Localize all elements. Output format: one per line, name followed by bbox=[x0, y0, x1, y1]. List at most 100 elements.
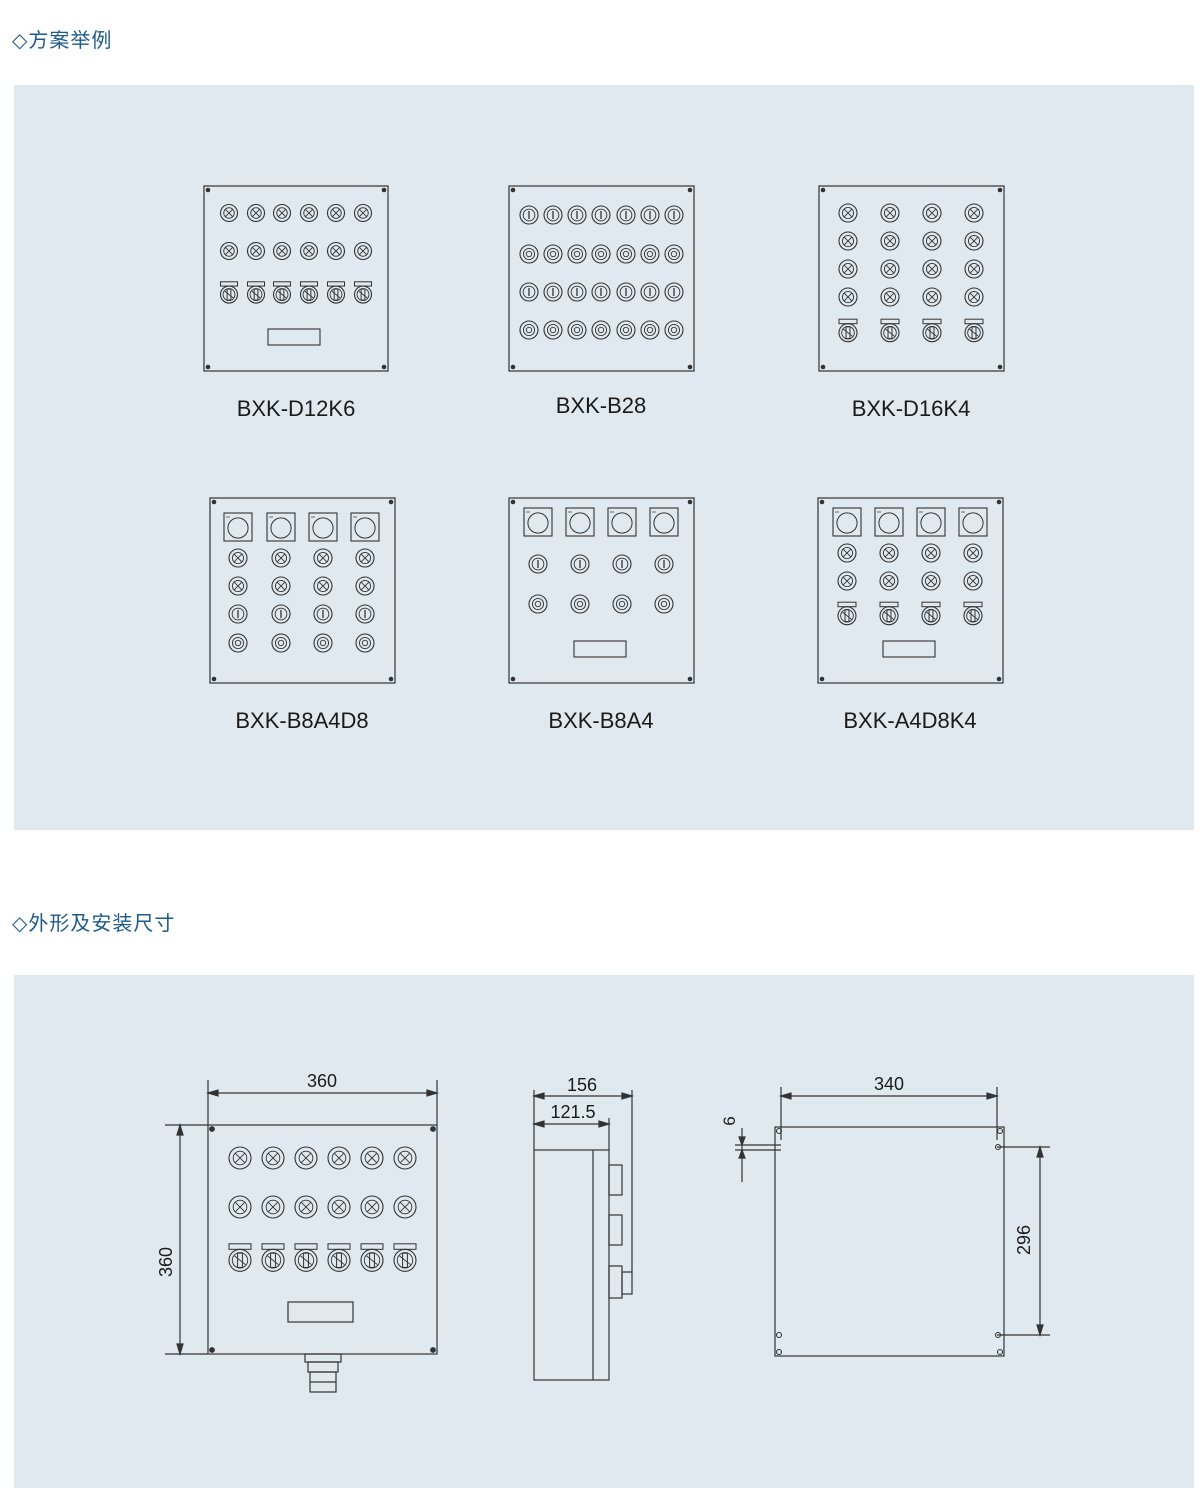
indicator-lamp-icon bbox=[922, 287, 942, 307]
ammeter-icon bbox=[874, 507, 904, 537]
enclosure-b28 bbox=[508, 185, 695, 372]
mounting-hole-icon bbox=[996, 1127, 1004, 1135]
screw-icon bbox=[997, 364, 1003, 370]
mounting-hole-icon bbox=[775, 1348, 783, 1356]
selector-switch-icon bbox=[393, 1243, 417, 1272]
indicator-lamp-icon bbox=[294, 1146, 318, 1170]
ammeter-icon bbox=[350, 512, 380, 542]
indicator-lamp-icon bbox=[963, 543, 983, 563]
indicator-lamp-icon bbox=[964, 287, 984, 307]
ammeter-icon bbox=[523, 507, 553, 537]
indicator-lamp-icon bbox=[327, 1146, 351, 1170]
examples-panel bbox=[14, 85, 1194, 830]
selector-switch-icon bbox=[294, 1243, 318, 1272]
stop-button-icon bbox=[313, 633, 333, 653]
start-button-icon bbox=[528, 554, 548, 574]
indicator-lamp-icon bbox=[360, 1146, 384, 1170]
stop-button-icon bbox=[355, 633, 375, 653]
screw-icon bbox=[996, 499, 1002, 505]
start-button-icon bbox=[664, 205, 684, 225]
stop-button-icon bbox=[519, 244, 539, 264]
start-button-icon bbox=[567, 282, 587, 302]
indicator-lamp-icon bbox=[261, 1195, 285, 1219]
start-button-icon bbox=[543, 282, 563, 302]
model-label-b8a4d8: BXK-B8A4D8 bbox=[235, 708, 369, 733]
indicator-lamp-icon bbox=[922, 231, 942, 251]
stop-button-icon bbox=[640, 320, 660, 340]
indicator-lamp-icon bbox=[271, 576, 291, 596]
indicator-lamp-icon bbox=[353, 203, 373, 223]
screw-icon bbox=[430, 1347, 436, 1353]
model-label-b28: BXK-B28 bbox=[555, 393, 647, 418]
start-button-icon bbox=[570, 554, 590, 574]
indicator-lamp-icon bbox=[355, 576, 375, 596]
stop-button-icon bbox=[640, 244, 660, 264]
screw-icon bbox=[687, 187, 693, 193]
nameplate bbox=[882, 640, 936, 658]
screw-icon bbox=[205, 187, 211, 193]
start-button-icon bbox=[591, 205, 611, 225]
indicator-lamp-icon bbox=[880, 203, 900, 223]
selector-switch-icon bbox=[353, 281, 373, 304]
indicator-lamp-icon bbox=[838, 259, 858, 279]
front-view bbox=[165, 1080, 440, 1393]
side-view bbox=[531, 1090, 635, 1381]
ammeter-icon bbox=[607, 507, 637, 537]
indicator-lamp-icon bbox=[294, 1195, 318, 1219]
screw-icon bbox=[996, 676, 1002, 682]
indicator-lamp-icon bbox=[879, 543, 899, 563]
enclosure-b8a4 bbox=[508, 497, 695, 684]
ammeter-icon bbox=[565, 507, 595, 537]
side-depth-total-dim: 156 bbox=[567, 1075, 597, 1095]
selector-switch-icon bbox=[327, 1243, 351, 1272]
ammeter-icon bbox=[958, 507, 988, 537]
indicator-lamp-icon bbox=[272, 203, 292, 223]
indicator-lamp-icon bbox=[880, 287, 900, 307]
indicator-lamp-icon bbox=[313, 548, 333, 568]
start-button-icon bbox=[355, 604, 375, 624]
screw-icon bbox=[510, 364, 516, 370]
selector-switch-icon bbox=[880, 318, 900, 343]
stop-button-icon bbox=[664, 320, 684, 340]
screw-icon bbox=[819, 499, 825, 505]
start-button-icon bbox=[271, 604, 291, 624]
screw-icon bbox=[381, 187, 387, 193]
indicator-lamp-icon bbox=[838, 231, 858, 251]
selector-switch-icon bbox=[360, 1243, 384, 1272]
stop-button-icon bbox=[228, 633, 248, 653]
stop-button-icon bbox=[543, 244, 563, 264]
ammeter-icon bbox=[223, 512, 253, 542]
examples-diagrams bbox=[203, 185, 1005, 684]
selector-switch-icon bbox=[326, 281, 346, 304]
model-label-b8a4: BXK-B8A4 bbox=[548, 708, 654, 733]
indicator-lamp-icon bbox=[393, 1195, 417, 1219]
screw-icon bbox=[388, 499, 394, 505]
ammeter-icon bbox=[649, 507, 679, 537]
indicator-lamp-icon bbox=[228, 548, 248, 568]
start-button-icon bbox=[640, 205, 660, 225]
screw-icon bbox=[211, 499, 217, 505]
selector-switch-icon bbox=[837, 601, 857, 626]
enclosure-d12k6 bbox=[203, 185, 389, 372]
screw-icon bbox=[820, 187, 826, 193]
start-button-icon bbox=[519, 205, 539, 225]
indicator-lamp-icon bbox=[326, 241, 346, 261]
screw-icon bbox=[381, 364, 387, 370]
front-width-dim: 360 bbox=[307, 1071, 337, 1091]
dimensions-section-title: ◇外形及安装尺寸 bbox=[12, 911, 176, 935]
screw-icon bbox=[510, 187, 516, 193]
indicator-lamp-icon bbox=[838, 287, 858, 307]
selector-switch-icon bbox=[228, 1243, 252, 1272]
indicator-lamp-icon bbox=[355, 548, 375, 568]
stop-button-icon bbox=[543, 320, 563, 340]
indicator-lamp-icon bbox=[228, 1195, 252, 1219]
screw-icon bbox=[687, 499, 693, 505]
mounting-hole-icon bbox=[996, 1348, 1004, 1356]
indicator-lamp-icon bbox=[880, 259, 900, 279]
mounting-hole-icon bbox=[775, 1127, 783, 1135]
stop-button-icon bbox=[519, 320, 539, 340]
stop-button-icon bbox=[654, 594, 674, 614]
selector-switch-icon bbox=[299, 281, 319, 304]
start-button-icon bbox=[664, 282, 684, 302]
indicator-lamp-icon bbox=[963, 571, 983, 591]
